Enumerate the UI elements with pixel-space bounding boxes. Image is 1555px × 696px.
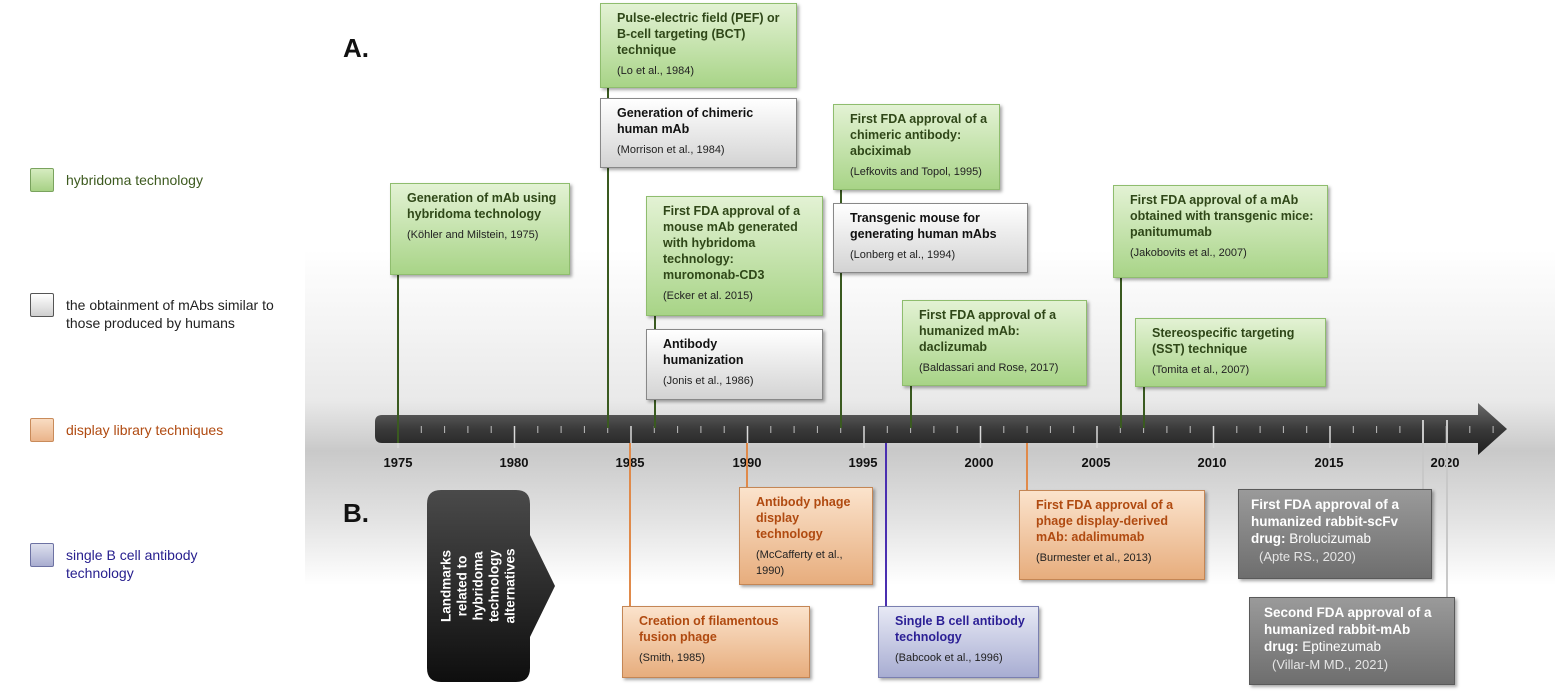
landmark-label: Landmarks related to hybridoma technolog… (427, 490, 530, 682)
event-title-text: Second FDA approval of a humanized rabbi… (1264, 605, 1432, 654)
section-label-a: A. (343, 33, 369, 63)
event-box-pef: Pulse-electric field (PEF) or B-cell tar… (600, 3, 797, 88)
connector-line-hybridoma-mab (397, 193, 399, 443)
event-ref: (Villar-M MD., 2021) (1272, 657, 1389, 672)
event-box-brolucizumab: First FDA approval of a humanized rabbit… (1238, 489, 1432, 579)
event-box-phage-display: Antibody phage display technology (McCaf… (739, 487, 873, 585)
legend-label: hybridoma technology (66, 172, 203, 188)
legend-label: single B cell antibody technology (66, 547, 198, 581)
legend-swatch-blue (30, 543, 54, 567)
connector-line-pef (607, 13, 609, 428)
event-ref: (Jakobovits et al., 2007) (1130, 247, 1247, 259)
event-title: Transgenic mouse for generating human mA… (850, 211, 997, 241)
legend-swatch-grey (30, 293, 54, 317)
event-ref: (Lo et al., 1984) (617, 65, 695, 77)
event-box-daclizumab: First FDA approval of a humanized mAb: d… (902, 300, 1087, 386)
event-ref: (Ecker et al. 2015) (663, 290, 753, 302)
event-ref: (Morrison et al., 1984) (617, 144, 725, 156)
legend-item-hybridoma: hybridoma technology (30, 168, 203, 192)
event-box-single-b: Single B cell antibody technology (Babco… (878, 606, 1039, 678)
event-box-sst: Stereospecific targeting (SST) technique… (1135, 318, 1326, 387)
event-title: Second FDA approval of a humanized rabbi… (1264, 604, 1444, 655)
event-ref: (Babcook et al., 1996) (895, 652, 1003, 664)
event-box-muromonab: First FDA approval of a mouse mAb genera… (646, 196, 823, 316)
event-ref: (Köhler and Milstein, 1975) (407, 229, 539, 241)
legend-item-human-like: the obtainment of mAbs similar to those … (30, 293, 281, 332)
event-ref: (Smith, 1985) (639, 652, 706, 664)
event-title: Single B cell antibody technology (895, 614, 1025, 644)
tick-label: 2005 (1081, 455, 1111, 470)
landmark-arrow (427, 490, 555, 682)
event-ref: (McCafferty et al., 1990) (756, 549, 843, 577)
event-box-humanization: Antibody humanization (Jonis et al., 198… (646, 329, 823, 400)
legend-swatch-orange (30, 418, 54, 442)
tick-label: 2015 (1314, 455, 1344, 470)
event-title: First FDA approval of a phage display-de… (1036, 498, 1174, 544)
event-box-transgenic: Transgenic mouse for generating human mA… (833, 203, 1028, 273)
tick-label: 1975 (383, 455, 413, 470)
tick-label: 2000 (964, 455, 994, 470)
legend-item-single-b: single B cell antibody technology (30, 543, 226, 582)
event-box-adalimumab: First FDA approval of a phage display-de… (1019, 490, 1205, 580)
event-title: Creation of filamentous fusion phage (639, 614, 779, 644)
event-ref: (Lonberg et al., 1994) (850, 249, 956, 261)
event-title: First FDA approval of a humanized mAb: d… (919, 308, 1057, 354)
legend-label: display library techniques (66, 422, 224, 438)
event-title-text: First FDA approval of a humanized rabbit… (1251, 497, 1400, 546)
event-ref: (Jonis et al., 1986) (663, 375, 754, 387)
connector-line-filamentous (629, 443, 631, 668)
event-title: Pulse-electric field (PEF) or B-cell tar… (617, 11, 780, 57)
event-ref: (Baldassari and Rose, 2017) (919, 362, 1059, 374)
event-title: Antibody phage display technology (756, 495, 851, 541)
event-ref: (Burmester et al., 2013) (1036, 552, 1152, 564)
event-title: First FDA approval of a mAb obtained wit… (1130, 193, 1314, 239)
event-box-eptinezumab: Second FDA approval of a humanized rabbi… (1249, 597, 1455, 685)
event-title: Stereospecific targeting (SST) technique (1152, 326, 1295, 356)
tick-label: 1995 (848, 455, 878, 470)
event-box-abciximab: First FDA approval of a chimeric antibod… (833, 104, 1000, 190)
event-box-hybridoma-mab: Generation of mAb using hybridoma techno… (390, 183, 570, 275)
event-box-panitumumab: First FDA approval of a mAb obtained wit… (1113, 185, 1328, 278)
connector-line-panitumumab (1120, 195, 1122, 428)
timeline-bar (375, 403, 1507, 455)
tick-label: 1980 (499, 455, 529, 470)
legend-label: the obtainment of mAbs similar to those … (66, 297, 274, 331)
event-title: First FDA approval of a humanized rabbit… (1251, 496, 1421, 547)
legend-item-display: display library techniques (30, 418, 223, 442)
event-title: Antibody humanization (663, 337, 744, 367)
event-drug: Eptinezumab (1302, 639, 1382, 654)
event-ref: (Tomita et al., 2007) (1152, 364, 1250, 376)
connector-line-muromonab (654, 207, 656, 428)
event-title: First FDA approval of a chimeric antibod… (850, 112, 988, 158)
landmark-label-text: Landmarks related to hybridoma technolog… (438, 548, 518, 624)
connector-line-single-b (885, 443, 887, 668)
event-box-chimeric: Generation of chimeric human mAb (Morris… (600, 98, 797, 168)
event-ref: (Apte RS., 2020) (1259, 549, 1356, 564)
section-label-b: B. (343, 498, 369, 528)
legend-swatch-green (30, 168, 54, 192)
event-drug: Brolucizumab (1289, 531, 1372, 546)
event-ref: (Lefkovits and Topol, 1995) (850, 166, 982, 178)
connector-line-eptinezumab (1446, 420, 1448, 675)
event-title: Generation of mAb using hybridoma techno… (407, 191, 557, 221)
event-title: Generation of chimeric human mAb (617, 106, 754, 136)
tick-label: 2020 (1430, 455, 1460, 470)
tick-label: 2010 (1197, 455, 1227, 470)
event-box-filamentous: Creation of filamentous fusion phage (Sm… (622, 606, 810, 678)
event-title: First FDA approval of a mouse mAb genera… (663, 204, 801, 282)
